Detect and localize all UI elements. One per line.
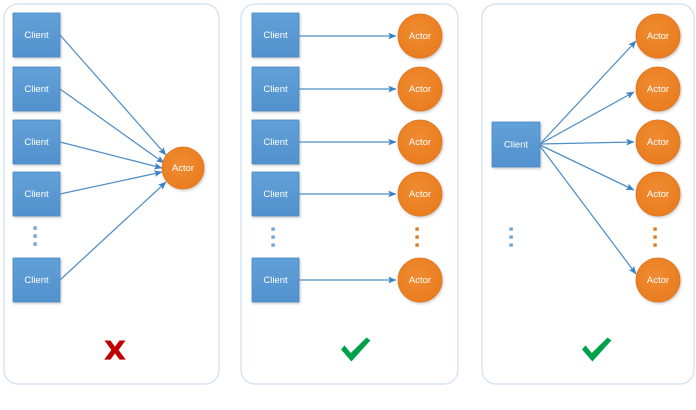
client-box[interactable]	[12, 66, 61, 112]
client-node[interactable]: Client	[251, 66, 300, 112]
client-box[interactable]	[251, 66, 300, 112]
arrow-edge	[539, 91, 635, 145]
actor-circle[interactable]	[635, 171, 681, 217]
verdict-cross-icon	[104, 340, 126, 360]
arrow-edge	[539, 144, 635, 191]
arrow-edge	[59, 88, 165, 164]
ellipsis-dot	[653, 243, 657, 247]
actor-circle[interactable]	[397, 119, 443, 165]
client-node[interactable]: Client	[12, 12, 61, 58]
actor-node[interactable]: Actor	[635, 119, 681, 165]
ellipsis-dot	[509, 243, 513, 247]
vertical-ellipsis	[271, 227, 275, 247]
ellipsis-dot	[653, 227, 657, 231]
ellipsis-dot	[33, 226, 37, 230]
arrow-edge	[59, 170, 163, 195]
check-glyph	[341, 337, 371, 362]
ellipsis-dot	[509, 227, 513, 231]
client-box[interactable]	[491, 121, 541, 168]
vertical-ellipsis	[415, 227, 419, 247]
ellipsis-dot	[33, 234, 37, 238]
ellipsis-dot	[415, 243, 419, 247]
actor-circle[interactable]	[397, 171, 443, 217]
panel-one-to-one: ClientClientClientClientClientActorActor…	[240, 3, 459, 385]
actor-circle[interactable]	[397, 13, 443, 59]
client-box[interactable]	[251, 119, 300, 165]
ellipsis-dot	[415, 227, 419, 231]
arrow-edge	[59, 34, 167, 156]
actor-circle[interactable]	[397, 257, 443, 303]
arrow-edge	[539, 145, 637, 275]
actor-node[interactable]: Actor	[635, 13, 681, 59]
client-node[interactable]: Client	[251, 12, 300, 58]
cross-glyph	[104, 340, 126, 360]
arrow-edge	[539, 138, 635, 146]
arrow-edge	[59, 181, 167, 281]
client-node[interactable]: Client	[12, 171, 61, 217]
ellipsis-dot	[271, 227, 275, 231]
actor-node[interactable]: Actor	[635, 66, 681, 112]
client-box[interactable]	[251, 12, 300, 58]
panels-layer: ClientClientClientClientClientActorClien…	[3, 3, 695, 385]
client-node[interactable]: Client	[12, 257, 61, 303]
client-node[interactable]: Client	[12, 119, 61, 165]
client-box[interactable]	[12, 119, 61, 165]
check-glyph	[582, 337, 612, 362]
actor-circle[interactable]	[635, 66, 681, 112]
actor-circle[interactable]	[397, 66, 443, 112]
arrow-edge	[539, 40, 637, 145]
arrow-edge	[59, 141, 163, 170]
client-box[interactable]	[251, 171, 300, 217]
client-node[interactable]: Client	[12, 66, 61, 112]
actor-node[interactable]: Actor	[397, 257, 443, 303]
ellipsis-dot	[271, 243, 275, 247]
actor-circle[interactable]	[635, 119, 681, 165]
actor-circle[interactable]	[635, 257, 681, 303]
ellipsis-dot	[415, 235, 419, 239]
ellipsis-dot	[509, 235, 513, 239]
client-node[interactable]: Client	[251, 171, 300, 217]
client-box[interactable]	[12, 171, 61, 217]
actor-node[interactable]: Actor	[397, 171, 443, 217]
client-box[interactable]	[12, 257, 61, 303]
vertical-ellipsis	[653, 227, 657, 247]
vertical-ellipsis	[33, 226, 37, 246]
actor-node[interactable]: Actor	[397, 119, 443, 165]
actor-circle[interactable]	[161, 146, 205, 190]
verdict-check-icon	[582, 337, 612, 362]
actor-circle[interactable]	[635, 13, 681, 59]
ellipsis-dot	[653, 235, 657, 239]
actor-node[interactable]: Actor	[397, 66, 443, 112]
actor-node[interactable]: Actor	[161, 146, 205, 190]
client-box[interactable]	[12, 12, 61, 58]
actor-node[interactable]: Actor	[635, 171, 681, 217]
vertical-ellipsis	[509, 227, 513, 247]
client-node[interactable]: Client	[251, 257, 300, 303]
ellipsis-dot	[271, 235, 275, 239]
actor-node[interactable]: Actor	[397, 13, 443, 59]
actor-node[interactable]: Actor	[635, 257, 681, 303]
ellipsis-dot	[33, 242, 37, 246]
client-node[interactable]: Client	[491, 121, 541, 168]
client-box[interactable]	[251, 257, 300, 303]
verdict-check-icon	[341, 337, 371, 362]
client-node[interactable]: Client	[251, 119, 300, 165]
